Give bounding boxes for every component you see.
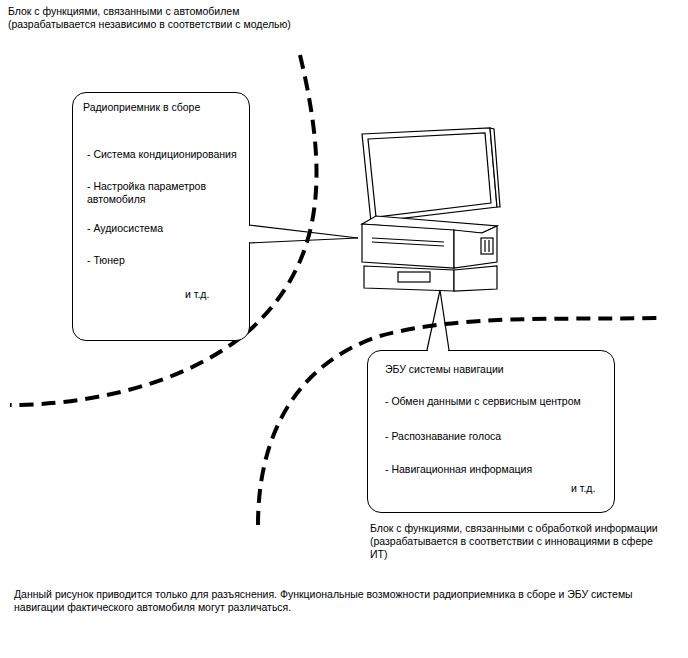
pointer-gap: [246, 226, 253, 242]
callout-item: и т.д.: [185, 288, 245, 301]
boundary-line: [10, 55, 317, 405]
callout-pointer: [427, 290, 440, 350]
callout-item: - Навигационная информация: [385, 463, 605, 476]
callout-box: Радиоприемник в сборе - Система кондицион…: [72, 92, 250, 341]
callout-item: и т.д.: [571, 482, 611, 495]
note: Данный рисунок приводится только для раз…: [14, 588, 682, 614]
callout-pointer: [249, 238, 358, 243]
region-label: Блок с функциями, связанными с обработко…: [370, 522, 660, 561]
callout-heading: Радиоприемник в сборе: [83, 101, 243, 114]
pointer-gap: [428, 347, 448, 354]
callout-item: - Распознавание голоса: [385, 430, 605, 443]
callout-item: - Обмен данными с сервисным центром: [385, 395, 609, 408]
callout-item: - Настройка параметров автомобиля: [87, 180, 237, 206]
callout-item: - Система кондиционирования: [87, 148, 245, 161]
boundary-line: [258, 318, 662, 525]
region-label: Блок с функциями, связанными с автомобил…: [8, 5, 308, 31]
callout-item: - Аудиосистема: [87, 222, 237, 235]
display-unit: [362, 128, 500, 222]
callout-box: ЭБУ системы навигации - Обмен данными с с…: [367, 350, 615, 513]
radio-receiver: [362, 216, 497, 268]
callout-heading: ЭБУ системы навигации: [385, 363, 605, 376]
navigation-ecu: [364, 266, 497, 291]
callout-pointer: [440, 290, 449, 350]
callout-item: - Тюнер: [87, 254, 237, 267]
callout-pointer: [249, 225, 358, 238]
